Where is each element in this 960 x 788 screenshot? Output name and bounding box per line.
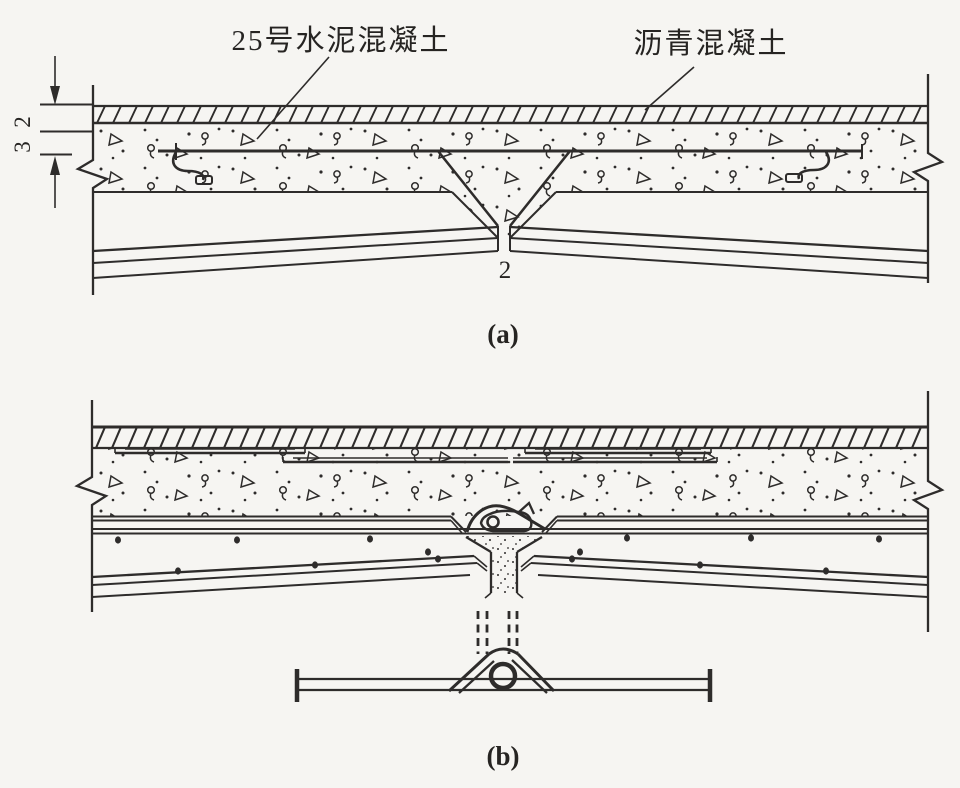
arrow-up-icon (50, 156, 60, 175)
dim-asphalt-thickness: 2 (10, 116, 35, 128)
caption-b: (b) (487, 741, 520, 771)
lower-plates-b (91, 554, 929, 598)
asphalt-layer-a (93, 104, 928, 125)
rebar-with-hooks-a (158, 143, 863, 185)
asphalt-layer-b (92, 425, 928, 450)
beam-surface-lines-a (92, 225, 929, 279)
arrow-down-icon (50, 86, 60, 105)
label-asphalt-concrete: 沥青混凝土 (633, 27, 788, 60)
rivet-dots-b (115, 534, 882, 575)
joint-channel (489, 552, 519, 593)
joint-mortar-fill (466, 536, 542, 593)
annotations-a: 25号水泥混凝土 沥青混凝土 2 (231, 24, 788, 284)
section-b-drawing: (b) (74, 391, 945, 771)
upper-plates-b (92, 515, 928, 599)
joint-gap-label: 2 (499, 257, 512, 284)
dowel-loop-circle (488, 661, 518, 691)
lap-bars-b (114, 448, 718, 464)
dimension-stack: 2 3 (10, 56, 93, 208)
hinge-loop-b (465, 501, 546, 533)
concrete-layer-a (93, 124, 928, 238)
section-a-drawing: 2 3 (10, 24, 945, 349)
dowel-plate-detail-b (294, 611, 713, 702)
dim-concrete-thickness: 3 (10, 141, 35, 153)
leader-cement (256, 56, 330, 140)
leader-asphalt (644, 66, 695, 111)
label-cement-concrete: 25号水泥混凝土 (231, 24, 450, 57)
caption-a: (a) (487, 319, 518, 349)
concrete-layer-b (92, 448, 928, 516)
